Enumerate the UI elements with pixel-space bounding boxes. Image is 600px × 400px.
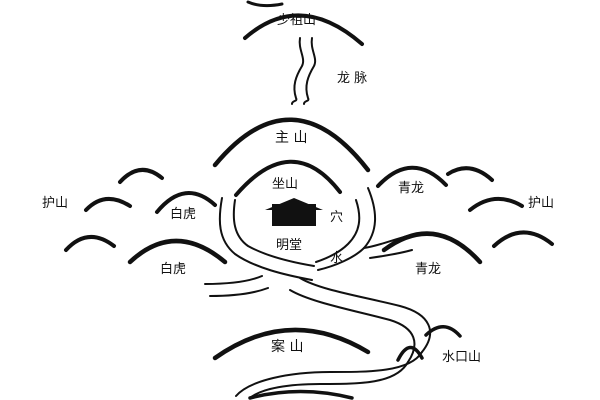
bottom-mountain-fragment xyxy=(248,389,354,400)
right-guard-mountain-upper xyxy=(446,166,494,182)
azure-dragon-mountain-lower xyxy=(381,231,483,265)
azure-dragon-mountain-upper xyxy=(376,165,448,188)
label-bai-hu-lower: 白虎 xyxy=(160,261,186,277)
labels-group: 少祖山 龙 脉 主 山 坐山 护山 护山 白虎 白虎 青龙 青龙 穴 明堂 水 … xyxy=(42,13,554,365)
label-shaozu-shan: 少祖山 xyxy=(277,13,316,28)
top-mountain-fragment xyxy=(246,0,284,8)
label-hu-shan-left: 护山 xyxy=(42,196,68,211)
mountains-group xyxy=(64,0,554,400)
label-zuo-shan: 坐山 xyxy=(272,177,298,192)
dragon-vein-right-edge xyxy=(303,37,317,105)
water-mouth-mountain-2 xyxy=(424,325,462,338)
desk-mountain xyxy=(212,327,371,361)
white-tiger-mountain-lower xyxy=(127,238,228,265)
dragon-vein xyxy=(291,37,317,105)
water-left-branch-a xyxy=(204,275,263,285)
label-bai-hu-upper: 白虎 xyxy=(170,206,196,222)
water-outflow-upper xyxy=(299,277,432,353)
label-shui: 水 xyxy=(330,251,343,266)
water-right-inner xyxy=(315,199,361,263)
water-left-outer xyxy=(218,197,313,281)
building-icon xyxy=(265,198,323,226)
label-an-shan: 案 山 xyxy=(271,338,303,355)
water-left-inner xyxy=(232,199,315,267)
label-hu-shan-right: 护山 xyxy=(528,196,554,211)
shaozu-mountain xyxy=(243,13,364,46)
label-ming-tang: 明堂 xyxy=(276,238,302,253)
seat-mountain xyxy=(234,159,342,197)
label-xue: 穴 xyxy=(330,210,343,225)
left-guard-mountain-mid xyxy=(84,197,132,212)
label-qing-long-upper: 青龙 xyxy=(398,181,424,196)
water-lower-meander-b xyxy=(249,361,409,399)
left-guard-mountain-upper xyxy=(118,168,164,184)
main-mountain xyxy=(212,117,371,173)
right-guard-mountain-mid xyxy=(468,197,524,212)
water-right-branch-a xyxy=(363,235,409,249)
label-zhu-shan: 主 山 xyxy=(275,130,307,146)
water-channels xyxy=(204,187,432,399)
water-right-branch-b xyxy=(369,249,413,259)
label-shui-kou-shan: 水口山 xyxy=(442,350,481,365)
dragon-vein-left-edge xyxy=(291,37,305,105)
label-qing-long-lower: 青龙 xyxy=(415,262,441,277)
right-guard-mountain-lower xyxy=(492,230,554,248)
water-outflow-lower xyxy=(289,289,416,363)
water-left-branch-b xyxy=(209,287,269,297)
white-tiger-mountain-upper xyxy=(155,191,217,214)
water-lower-meander-a xyxy=(235,351,423,397)
left-guard-mountain-lower xyxy=(64,235,116,252)
label-long-mai: 龙 脉 xyxy=(337,71,367,86)
